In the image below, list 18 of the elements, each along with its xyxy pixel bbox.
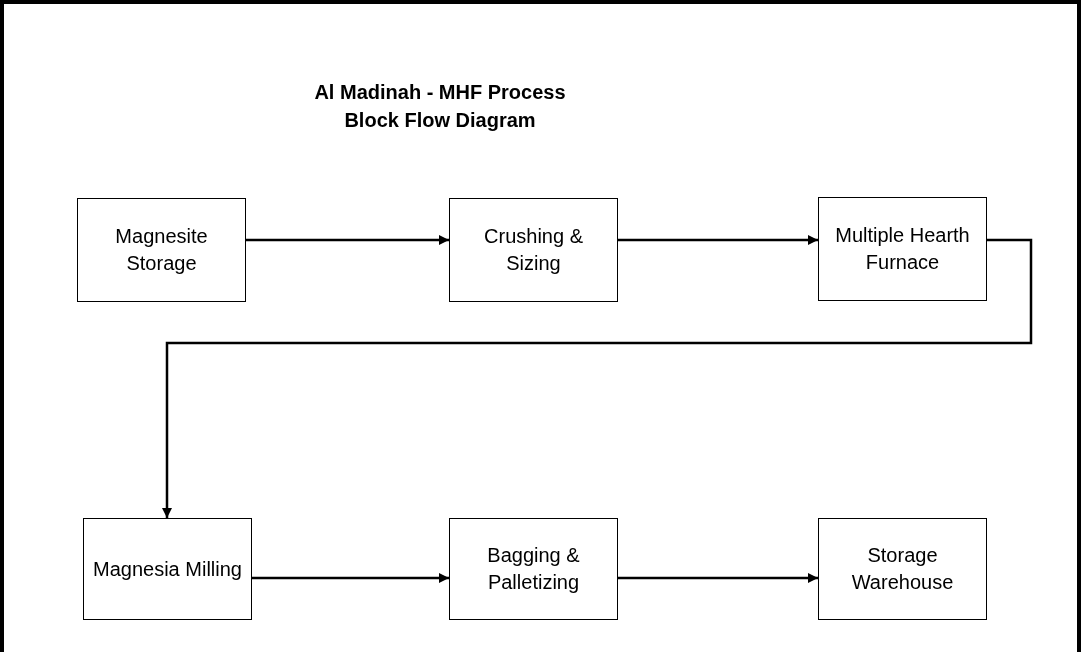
flow-arrow — [162, 238, 1033, 518]
process-box — [77, 198, 246, 302]
flow-arrow — [618, 573, 818, 583]
process-box — [449, 198, 618, 302]
process-label: Storage Warehouse — [850, 543, 955, 595]
flow-arrow — [618, 235, 818, 245]
process-label: Bagging & Palletizing — [486, 543, 581, 595]
process-box — [449, 518, 618, 620]
process-box — [818, 518, 987, 620]
diagram-title: Al Madinah - MHF Process Block Flow Diagram — [313, 80, 567, 133]
process-label: Crushing & Sizing — [483, 224, 584, 276]
flow-arrow — [252, 573, 449, 583]
process-box — [83, 518, 252, 620]
process-label: Magnesite Storage — [114, 224, 209, 276]
process-box — [818, 197, 987, 301]
process-label: Multiple Hearth Furnace — [834, 223, 971, 275]
flow-arrow — [246, 235, 449, 245]
process-label: Magnesia Milling — [92, 556, 243, 582]
